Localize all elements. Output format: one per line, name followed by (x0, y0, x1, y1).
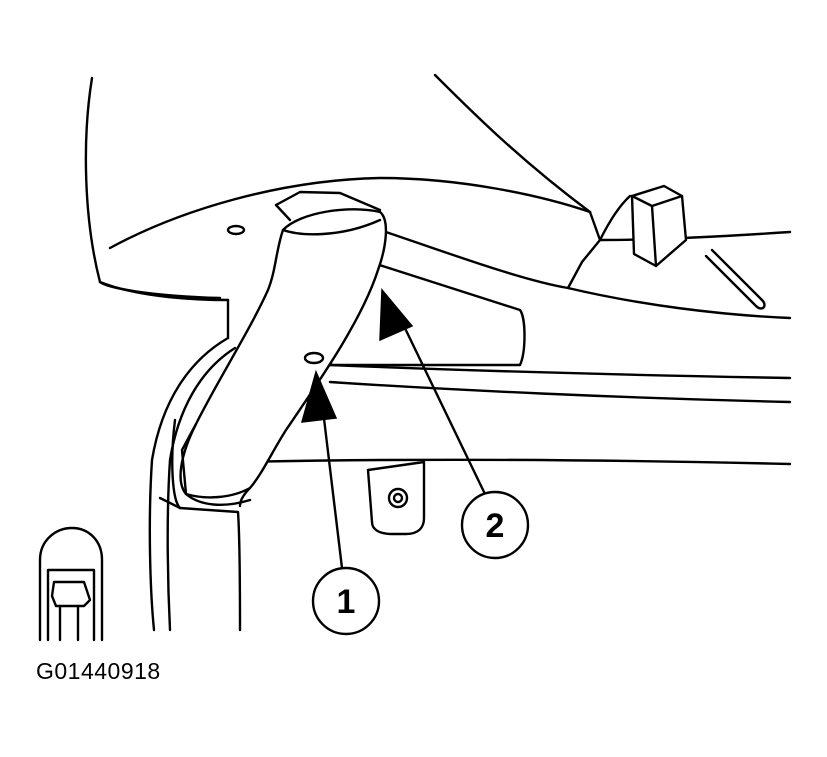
bolt-boss (366, 460, 426, 536)
mounting-ledge (238, 260, 792, 466)
callout-2: 2 (379, 288, 530, 560)
callout-2-circle (460, 490, 530, 560)
callout-1: 1 (300, 369, 381, 636)
callout-1-label: 1 (337, 583, 356, 621)
upper-trim-panel (84, 73, 792, 340)
seat-latch-component (38, 526, 104, 642)
callout-2-arrowhead (379, 288, 414, 342)
door-trim-edge (148, 336, 242, 632)
callout-1-circle (311, 566, 381, 636)
retainer-clip (630, 184, 688, 268)
assist-handle (179, 208, 388, 508)
callout-1-arrowhead (300, 369, 338, 423)
callout-2-label: 2 (486, 507, 505, 545)
figure-code: G01440918 (36, 658, 161, 684)
